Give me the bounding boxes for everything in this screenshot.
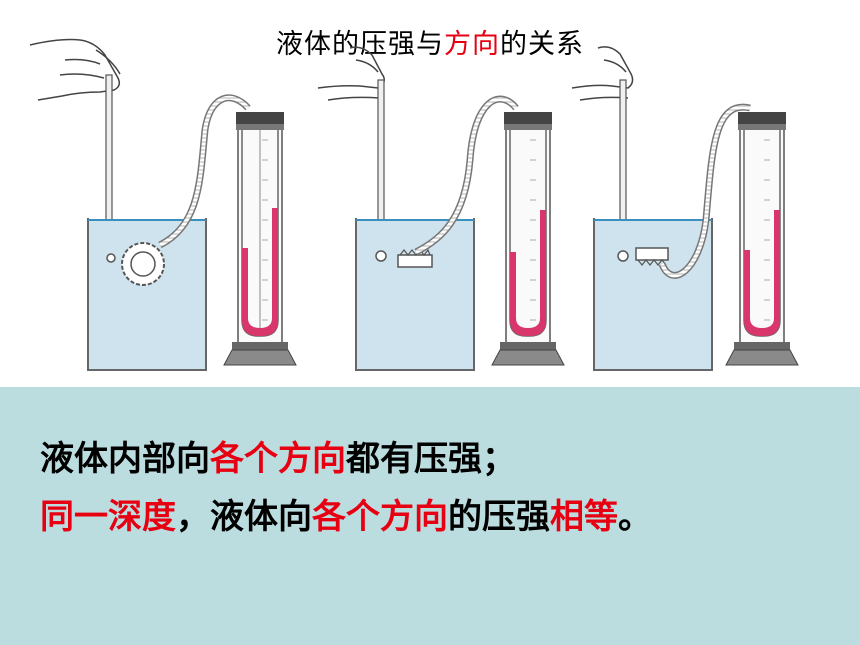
slide-title: 液体的压强与方向的关系 [0,22,860,61]
line1-seg-1-highlight: 各个方向 [210,439,346,479]
conclusion-panel [0,387,860,645]
u-tube-manometer [491,112,565,366]
u-tube-manometer [725,112,799,366]
pressure-probe-icon [375,248,433,268]
line2-seg-5: 。 [618,497,652,537]
title-part-3: 的关系 [500,29,584,60]
experiment-setup-2 [317,46,565,371]
pressure-probe-icon [617,247,669,266]
pressure-probe-icon [106,242,165,286]
pressure-experiment-illustration [29,38,799,371]
manometer-liquid [242,208,278,336]
hand-icon [317,46,385,101]
u-tube-manometer [223,112,297,366]
line2-seg-3: 的压强 [448,497,550,537]
line2-seg-2-highlight: 各个方向 [312,497,448,537]
conclusion-text: 液体内部向各个方向都有压强； 同一深度，液体向各个方向的压强相等。 [40,430,652,546]
water-beaker [594,220,712,370]
line1-seg-2: 都有压强； [346,439,516,479]
experiment-setup-3 [571,46,799,371]
line2-seg-0-highlight: 同一深度 [40,497,176,537]
manometer-liquid [744,210,780,336]
line1-seg-0: 液体内部向 [40,439,210,479]
hand-icon [29,38,121,101]
conclusion-line-2: 同一深度，液体向各个方向的压强相等。 [40,488,652,546]
title-part-1: 液体的压强与 [276,29,444,60]
title-highlight-direction: 方向 [444,29,500,60]
water-beaker [356,220,474,370]
line2-seg-4-highlight: 相等 [550,497,618,537]
line2-seg-1: ，液体向 [176,497,312,537]
experiment-setup-1 [29,38,297,371]
conclusion-line-1: 液体内部向各个方向都有压强； [40,430,652,488]
manometer-liquid [510,210,546,336]
